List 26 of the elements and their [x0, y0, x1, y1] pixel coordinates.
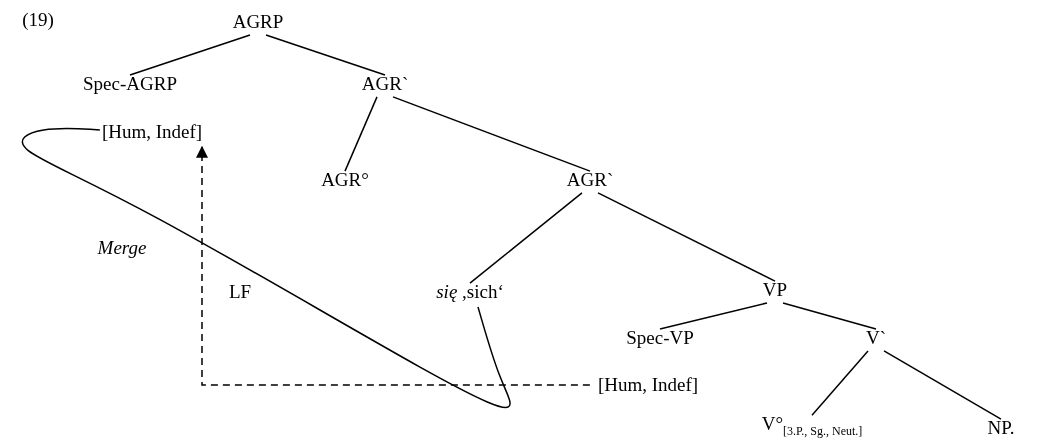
tree-branch	[659, 302, 768, 330]
merge-loop	[21, 127, 511, 409]
tree-branch	[469, 192, 583, 284]
tree-branch	[344, 96, 378, 172]
dashed-arrow	[196, 145, 591, 386]
tree-label: AGR`	[566, 169, 614, 191]
tree-branch	[782, 302, 877, 330]
tree-label: NP.	[987, 417, 1015, 439]
tree-label: Spec-VP	[626, 327, 694, 349]
tree-label: [Hum, Indef]	[101, 121, 203, 143]
tree-branch	[265, 34, 386, 76]
tree-label: Spec-AGRP	[83, 73, 177, 95]
tree-label: AGR°	[321, 169, 369, 191]
tree-label: AGRP	[232, 11, 284, 33]
tree-branch	[883, 350, 1002, 420]
tree-label: V`	[865, 327, 887, 349]
tree-label: AGR`	[361, 73, 409, 95]
tree-branch	[597, 192, 776, 282]
tree-label: VP	[762, 279, 788, 301]
tree-branch	[129, 34, 251, 76]
tree-branch	[392, 96, 591, 172]
tree-label: się ,sich‘	[436, 281, 504, 303]
example-number: (19)	[22, 9, 54, 31]
tree-branch	[811, 350, 869, 416]
tree-label: V°$_{[3.P., Sg., Neut.]}$	[761, 413, 863, 439]
tree-label: [Hum, Indef]	[597, 374, 699, 396]
